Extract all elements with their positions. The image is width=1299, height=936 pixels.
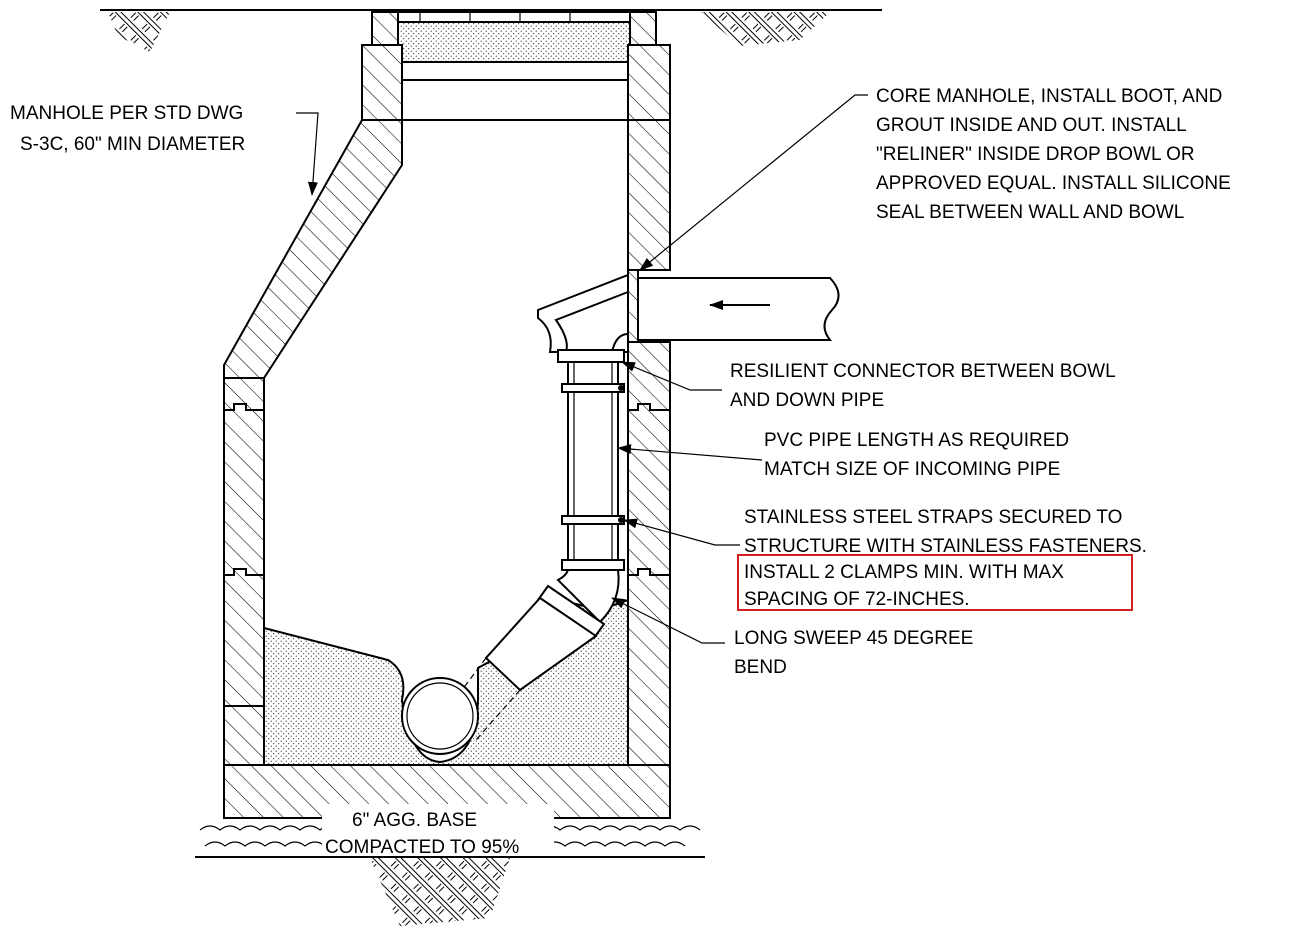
note-pvc-line2: MATCH SIZE OF INCOMING PIPE bbox=[764, 459, 1060, 480]
note-connector-line2: AND DOWN PIPE bbox=[730, 390, 884, 411]
pvc-down-pipe bbox=[561, 361, 625, 571]
note-connector: RESILIENT CONNECTOR BETWEEN BOWL AND DOW… bbox=[730, 361, 1116, 411]
manhole-frame-and-cover bbox=[371, 11, 657, 63]
note-core-line2: GROUT INSIDE AND OUT. INSTALL bbox=[876, 115, 1187, 136]
note-base-line2: COMPACTED TO 95% bbox=[325, 837, 519, 858]
note-core-line5: SEAL BETWEEN WALL AND BOWL bbox=[876, 202, 1184, 223]
manhole-cone bbox=[223, 119, 671, 379]
clamp-note-highlight bbox=[737, 554, 1133, 611]
note-bend-line2: BEND bbox=[734, 657, 787, 678]
note-core-line3: "RELINER" INSIDE DROP BOWL OR bbox=[876, 144, 1195, 165]
drop-bowl bbox=[537, 273, 629, 363]
manhole-barrel bbox=[223, 341, 671, 819]
note-clamps-line1: INSTALL 2 CLAMPS MIN. WITH MAX bbox=[744, 562, 1064, 583]
note-manhole-line1: MANHOLE PER STD DWG bbox=[10, 103, 243, 124]
note-core: CORE MANHOLE, INSTALL BOOT, AND GROUT IN… bbox=[876, 86, 1231, 223]
note-core-line4: APPROVED EQUAL. INSTALL SILICONE bbox=[876, 173, 1231, 194]
ground-surface bbox=[100, 9, 882, 926]
note-clamps: INSTALL 2 CLAMPS MIN. WITH MAX SPACING O… bbox=[744, 562, 1064, 610]
note-pvc-line1: PVC PIPE LENGTH AS REQUIRED bbox=[764, 430, 1069, 451]
note-connector-line1: RESILIENT CONNECTOR BETWEEN BOWL bbox=[730, 361, 1116, 382]
note-clamps-line2: SPACING OF 72-INCHES. bbox=[744, 589, 970, 610]
note-core-line1: CORE MANHOLE, INSTALL BOOT, AND bbox=[876, 86, 1222, 107]
note-bend-line1: LONG SWEEP 45 DEGREE bbox=[734, 628, 973, 649]
note-manhole-line2: S-3C, 60" MIN DIAMETER bbox=[20, 134, 245, 155]
leader-lines bbox=[296, 94, 868, 644]
note-base-line1: 6" AGG. BASE bbox=[352, 810, 477, 831]
note-base: 6" AGG. BASE COMPACTED TO 95% bbox=[325, 810, 519, 858]
grade-rings bbox=[361, 44, 671, 121]
note-pvc: PVC PIPE LENGTH AS REQUIRED MATCH SIZE O… bbox=[764, 430, 1069, 480]
aggregate-base bbox=[195, 804, 705, 858]
incoming-pipe bbox=[627, 269, 840, 343]
note-straps: STAINLESS STEEL STRAPS SECURED TO STRUCT… bbox=[744, 507, 1147, 557]
note-straps-line1: STAINLESS STEEL STRAPS SECURED TO bbox=[744, 507, 1122, 528]
note-manhole: MANHOLE PER STD DWG S-3C, 60" MIN DIAMET… bbox=[10, 103, 245, 155]
note-bend: LONG SWEEP 45 DEGREE BEND bbox=[734, 628, 973, 678]
note-straps-line2: STRUCTURE WITH STAINLESS FASTENERS. bbox=[744, 536, 1147, 557]
sweep-bend bbox=[461, 569, 620, 741]
